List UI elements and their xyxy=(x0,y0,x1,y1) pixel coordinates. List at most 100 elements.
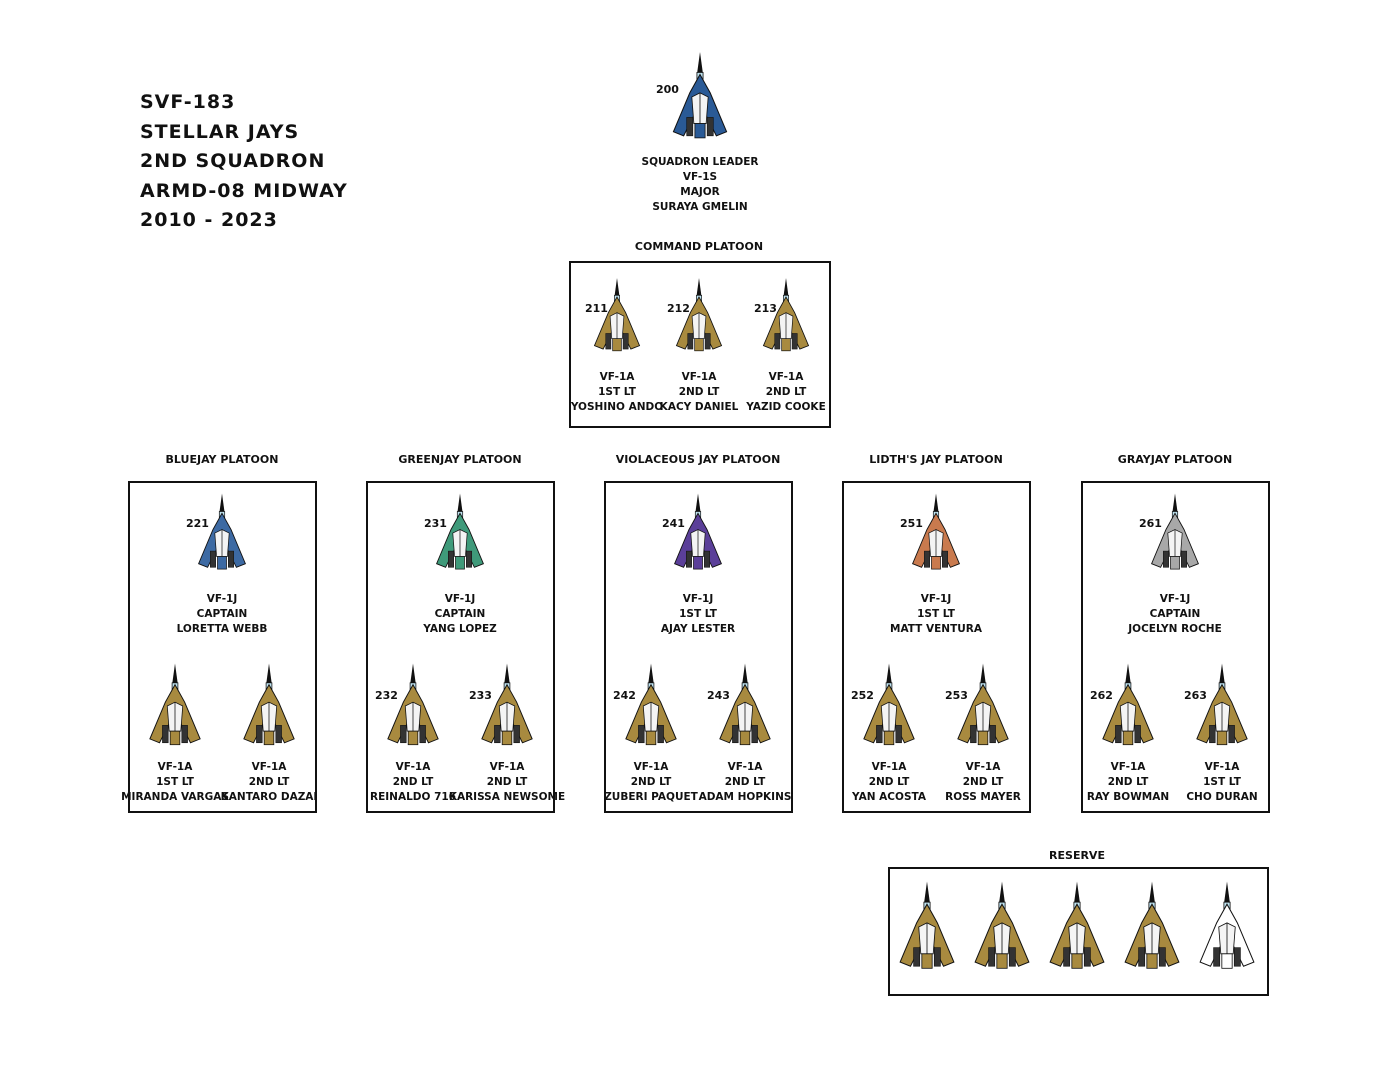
pilot-label-line: MATT VENTURA xyxy=(890,623,982,635)
pilot-label-line: 1ST LT xyxy=(1203,776,1241,788)
pilot-label-line: VF-1A xyxy=(489,761,525,773)
command-fighter-icon xyxy=(760,272,812,366)
aircraft-number: 243 xyxy=(707,689,730,702)
pilot-label-line: CAPTAIN xyxy=(434,608,486,620)
pilot-label-line: 2ND LT xyxy=(678,386,720,398)
pilot-label-line: VF-1J xyxy=(444,593,476,605)
pilot-label-line: YOSHINO ANDO xyxy=(570,401,664,413)
header-line: SVF-183 xyxy=(140,91,236,113)
pilot-label-line: 2ND LT xyxy=(765,386,807,398)
pilot-label-line: RAY BOWMAN xyxy=(1086,791,1170,803)
pilot-label-line: SQUADRON LEADER xyxy=(641,156,759,168)
command-platoon-title: COMMAND PLATOON xyxy=(634,240,764,253)
platoon-box xyxy=(842,481,1031,813)
pilot-label-line: SURAYA GMELIN xyxy=(652,201,748,213)
platoon-lead-fighter-icon xyxy=(195,488,249,584)
platoon-title: LIDTH'S JAY PLATOON xyxy=(869,453,1003,466)
platoon-wing-fighter-icon xyxy=(1193,660,1251,758)
aircraft-number: 232 xyxy=(375,689,398,702)
pilot-label-line: VF-1A xyxy=(395,761,431,773)
aircraft-number: 212 xyxy=(667,302,690,315)
header-line: STELLAR JAYS xyxy=(140,120,300,143)
pilot-label-line: VF-1A xyxy=(768,371,804,383)
pilot-label-line: VF-1S xyxy=(682,171,718,183)
aircraft-number: 261 xyxy=(1139,517,1162,530)
pilot-label-line: YAN ACOSTA xyxy=(852,791,926,803)
platoon-title: GREENJAY PLATOON xyxy=(398,453,522,466)
reserve-fighter-icon xyxy=(1196,881,1258,979)
aircraft-number: 253 xyxy=(945,689,968,702)
pilot-label-line: 2ND LT xyxy=(962,776,1004,788)
platoon-wing-fighter-icon xyxy=(954,660,1012,758)
reserve-fighter-icon xyxy=(971,881,1033,979)
aircraft-number: 213 xyxy=(754,302,777,315)
pilot-label-line: VF-1J xyxy=(682,593,714,605)
pilot-label-line: MIRANDA VARGAS xyxy=(121,791,229,803)
command-fighter-icon xyxy=(673,272,725,366)
header-line: ARMD-08 MIDWAY xyxy=(140,179,348,202)
platoon-wing-fighter-icon xyxy=(384,660,442,758)
pilot-label-line: KACY DANIEL xyxy=(659,401,739,413)
pilot-label-line: VF-1A xyxy=(965,761,1001,773)
pilot-label: VF-1A 2ND LT KANTARO DAZAI xyxy=(221,760,318,805)
command-fighter-icon xyxy=(591,272,643,366)
platoon-wing-fighter-icon xyxy=(146,660,204,758)
reserve-title: RESERVE xyxy=(1049,849,1105,862)
pilot-label-line: VF-1A xyxy=(599,371,635,383)
pilot-label-line: 2ND LT xyxy=(392,776,434,788)
pilot-label-line: VF-1J xyxy=(920,593,952,605)
platoon-wing-fighter-icon xyxy=(1099,660,1157,758)
pilot-label-line: 1ST LT xyxy=(156,776,194,788)
pilot-label-line: VF-1A xyxy=(727,761,763,773)
platoon-wing-fighter-icon xyxy=(622,660,680,758)
pilot-label-line: VF-1A xyxy=(251,761,287,773)
aircraft-number: 252 xyxy=(851,689,874,702)
reserve-fighter-icon xyxy=(1121,881,1183,979)
aircraft-number: 200 xyxy=(656,83,679,96)
pilot-label-line: JOCELYN ROCHE xyxy=(1128,623,1222,635)
platoon-wing-fighter-icon xyxy=(478,660,536,758)
pilot-label-line: ZUBERI PAQUET xyxy=(604,791,698,803)
aircraft-number: 221 xyxy=(186,517,209,530)
pilot-label-line: VF-1J xyxy=(206,593,238,605)
platoon-box xyxy=(604,481,793,813)
pilot-label-line: 2ND LT xyxy=(868,776,910,788)
pilot-label: VF-1A 2ND LT YAZID COOKE xyxy=(746,370,825,415)
pilot-label-line: KANTARO DAZAI xyxy=(220,791,318,803)
command-platoon-box xyxy=(569,261,831,428)
pilot-label-line: 2ND LT xyxy=(248,776,290,788)
reserve-fighter-icon xyxy=(1046,881,1108,979)
header-line: 2010 - 2023 xyxy=(140,209,278,231)
pilot-label-line: 2ND LT xyxy=(630,776,672,788)
header-line: 2ND SQUADRON xyxy=(140,150,326,172)
pilot-label-line: CHO DURAN xyxy=(1186,791,1258,803)
pilot-label: VF-1A 2ND LT KACY DANIEL xyxy=(660,370,739,415)
aircraft-number: 262 xyxy=(1090,689,1113,702)
pilot-label-line: 2ND LT xyxy=(1107,776,1149,788)
platoon-lead-fighter-icon xyxy=(1148,488,1202,584)
platoon-box xyxy=(1081,481,1270,813)
pilot-label-line: KARISSA NEWSOME xyxy=(448,791,566,803)
aircraft-number: 241 xyxy=(662,517,685,530)
aircraft-number: 233 xyxy=(469,689,492,702)
pilot-label-line: CAPTAIN xyxy=(1149,608,1201,620)
platoon-wing-fighter-icon xyxy=(860,660,918,758)
pilot-label-line: VF-1A xyxy=(681,371,717,383)
pilot-label-line: AJAY LESTER xyxy=(660,623,736,635)
aircraft-number: 242 xyxy=(613,689,636,702)
pilot-label-line: YAZID COOKE xyxy=(746,401,826,413)
aircraft-number: 263 xyxy=(1184,689,1207,702)
